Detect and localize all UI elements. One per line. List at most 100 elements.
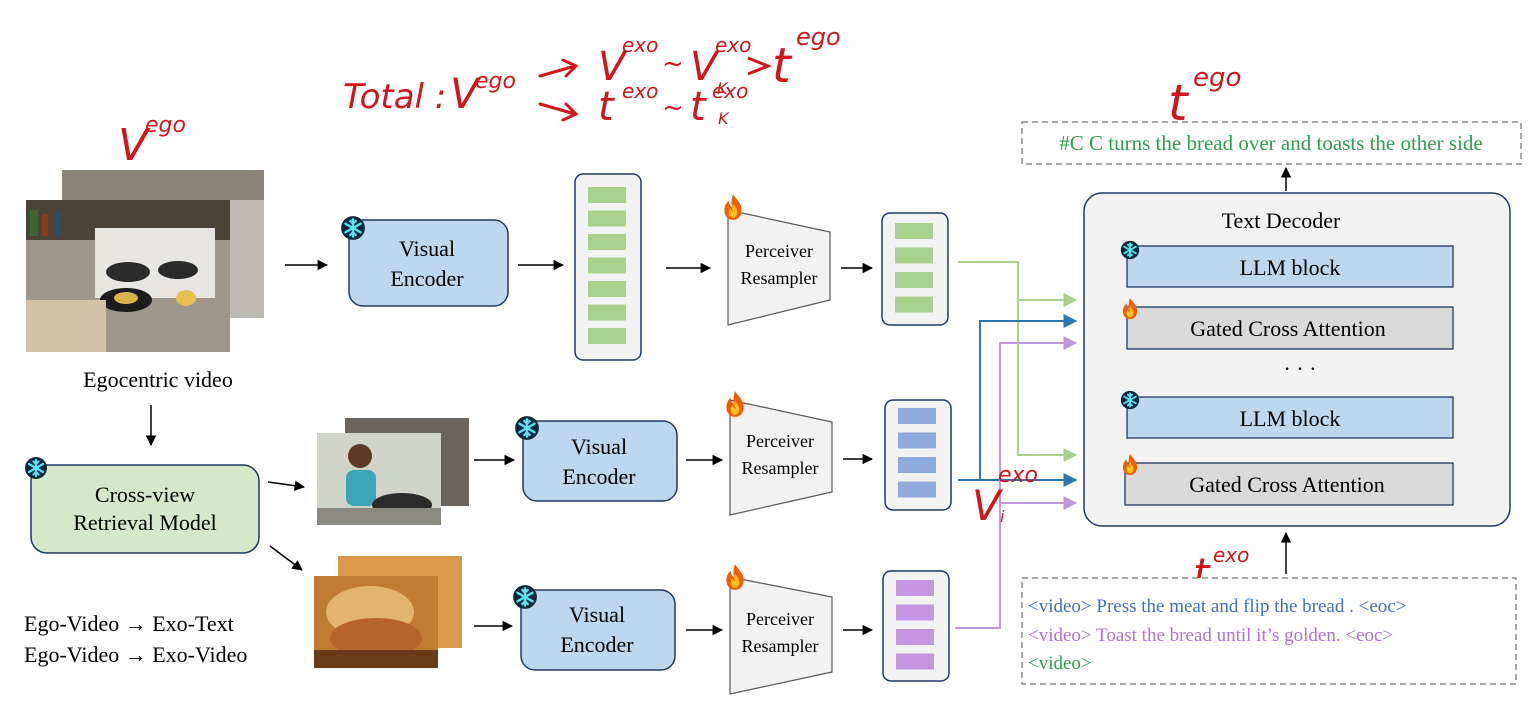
tk-exo: t	[690, 84, 707, 130]
egocentric-video-stack	[26, 170, 264, 352]
ego-resampled-tokens	[895, 223, 933, 313]
feature-token	[898, 432, 936, 449]
t-ego-top: t	[772, 38, 793, 94]
svg-text:Visual: Visual	[399, 236, 455, 261]
feature-token	[895, 247, 933, 264]
svg-text:Encoder: Encoder	[390, 266, 464, 291]
t1-exo: t	[598, 84, 615, 130]
total-label: Total :	[343, 77, 446, 117]
svg-text:~: ~	[662, 49, 684, 79]
svg-text:Encoder: Encoder	[562, 464, 636, 489]
svg-text:Perceiver: Perceiver	[746, 431, 814, 451]
exo1-resampled-tokens	[898, 408, 936, 498]
v1-exo-sup: exo	[622, 33, 658, 57]
snowflake-icon	[340, 215, 366, 241]
feature-token	[898, 408, 936, 424]
feature-token	[588, 234, 626, 250]
svg-text:Visual: Visual	[569, 602, 625, 627]
flame-icon	[724, 194, 742, 220]
retrieval-model-box	[30, 464, 260, 554]
svg-text:Visual: Visual	[571, 434, 627, 459]
feature-token	[896, 653, 934, 670]
llm-block-2	[1126, 396, 1454, 439]
gated-cross-attention-2	[1124, 462, 1454, 506]
snowflake-icon	[1120, 390, 1140, 410]
svg-text:~: ~	[662, 93, 684, 123]
snowflake-icon	[514, 415, 540, 441]
svg-text:V: V	[118, 120, 151, 171]
gated-cross-attention-1	[1126, 306, 1454, 350]
svg-text:Perceiver: Perceiver	[745, 241, 813, 261]
purple-connections	[955, 336, 1078, 629]
vk-sub: K	[717, 79, 729, 98]
prompt-line-3: <video>	[1028, 653, 1092, 674]
flame-icon	[726, 564, 744, 590]
svg-text:t: t	[1168, 74, 1190, 132]
svg-text:Resampler: Resampler	[741, 268, 818, 288]
retrieval-line2: Retrieval Model	[73, 510, 217, 535]
v1-exo: V	[598, 44, 628, 90]
text-decoder-title: Text Decoder	[1222, 208, 1341, 233]
svg-text:Perceiver: Perceiver	[746, 609, 814, 629]
prompt-line-1: <video> Press the meat and flip the brea…	[1028, 596, 1406, 617]
feature-token	[588, 187, 626, 203]
feature-token	[588, 281, 626, 297]
svg-text:i: i	[1000, 507, 1005, 526]
feature-token	[895, 272, 933, 288]
prompt-box	[1021, 577, 1517, 685]
output-text: #C C turns the bread over and toasts the…	[1059, 131, 1482, 155]
exo-video-2-stack	[314, 556, 462, 668]
svg-text:ego: ego	[145, 113, 186, 138]
green-connections	[958, 261, 1078, 462]
llm-block-1	[1126, 245, 1454, 288]
t-ego-annotation: t ego	[1168, 63, 1241, 132]
snowflake-icon	[24, 456, 48, 480]
v-i-exo-annotation: V exo i	[972, 463, 1038, 530]
feature-token	[898, 457, 936, 473]
svg-text:Gated Cross Attention: Gated Cross Attention	[1189, 472, 1385, 497]
blue-connections	[958, 314, 1078, 487]
snowflake-icon	[1120, 240, 1140, 260]
output-text-box	[1021, 121, 1522, 165]
mode-exo-video: Ego-Video → Exo-Video	[24, 642, 247, 667]
feature-token	[896, 604, 934, 621]
snowflake-icon	[512, 584, 538, 610]
exo-video-1-stack	[317, 418, 469, 525]
visual-encoder-exo-2	[520, 589, 676, 671]
exo2-resampled-tokens	[896, 580, 934, 670]
svg-text:Encoder: Encoder	[560, 632, 634, 657]
feature-token	[588, 210, 626, 227]
total-v-ego: V	[450, 69, 482, 118]
v-ego-annotation: V ego	[118, 113, 186, 171]
total-annotation: Total : V ego V exo ~ V exo K t ego t ex…	[343, 23, 841, 130]
perceiver-resampler-ego: Perceiver Resampler	[724, 194, 831, 326]
feature-token	[896, 580, 934, 596]
svg-text:ego: ego	[1193, 63, 1241, 93]
ego-feature-tokens	[588, 187, 626, 344]
feature-token	[588, 304, 626, 321]
vk-exo-sup: exo	[715, 33, 751, 57]
feature-token	[895, 223, 933, 239]
feature-token	[588, 328, 626, 344]
visual-encoder-exo-1	[522, 420, 678, 502]
total-v-ego-sup: ego	[475, 69, 516, 94]
t1-exo-sup: exo	[622, 79, 658, 103]
svg-text:Gated Cross Attention: Gated Cross Attention	[1190, 316, 1386, 341]
svg-text:Resampler: Resampler	[742, 458, 819, 478]
tk-exo-sup: exo	[712, 79, 748, 103]
visual-encoder-ego	[348, 219, 509, 307]
feature-token	[898, 481, 936, 498]
t-ego-top-sup: ego	[796, 23, 841, 51]
prompt-line-2: <video> Toast the bread until it’s golde…	[1028, 625, 1393, 646]
svg-text:LLM block: LLM block	[1240, 406, 1341, 431]
feature-token	[896, 629, 934, 645]
vk-exo: V	[690, 44, 720, 90]
mode-exo-text: Ego-Video → Exo-Text	[24, 611, 234, 636]
ego-caption: Egocentric video	[83, 367, 233, 392]
flame-icon	[726, 391, 744, 417]
svg-text:exo: exo	[998, 463, 1038, 488]
perceiver-resampler-exo-2: Perceiver Resampler	[726, 564, 833, 695]
perceiver-resampler-exo-1: Perceiver Resampler	[726, 391, 833, 516]
feature-token	[588, 257, 626, 274]
